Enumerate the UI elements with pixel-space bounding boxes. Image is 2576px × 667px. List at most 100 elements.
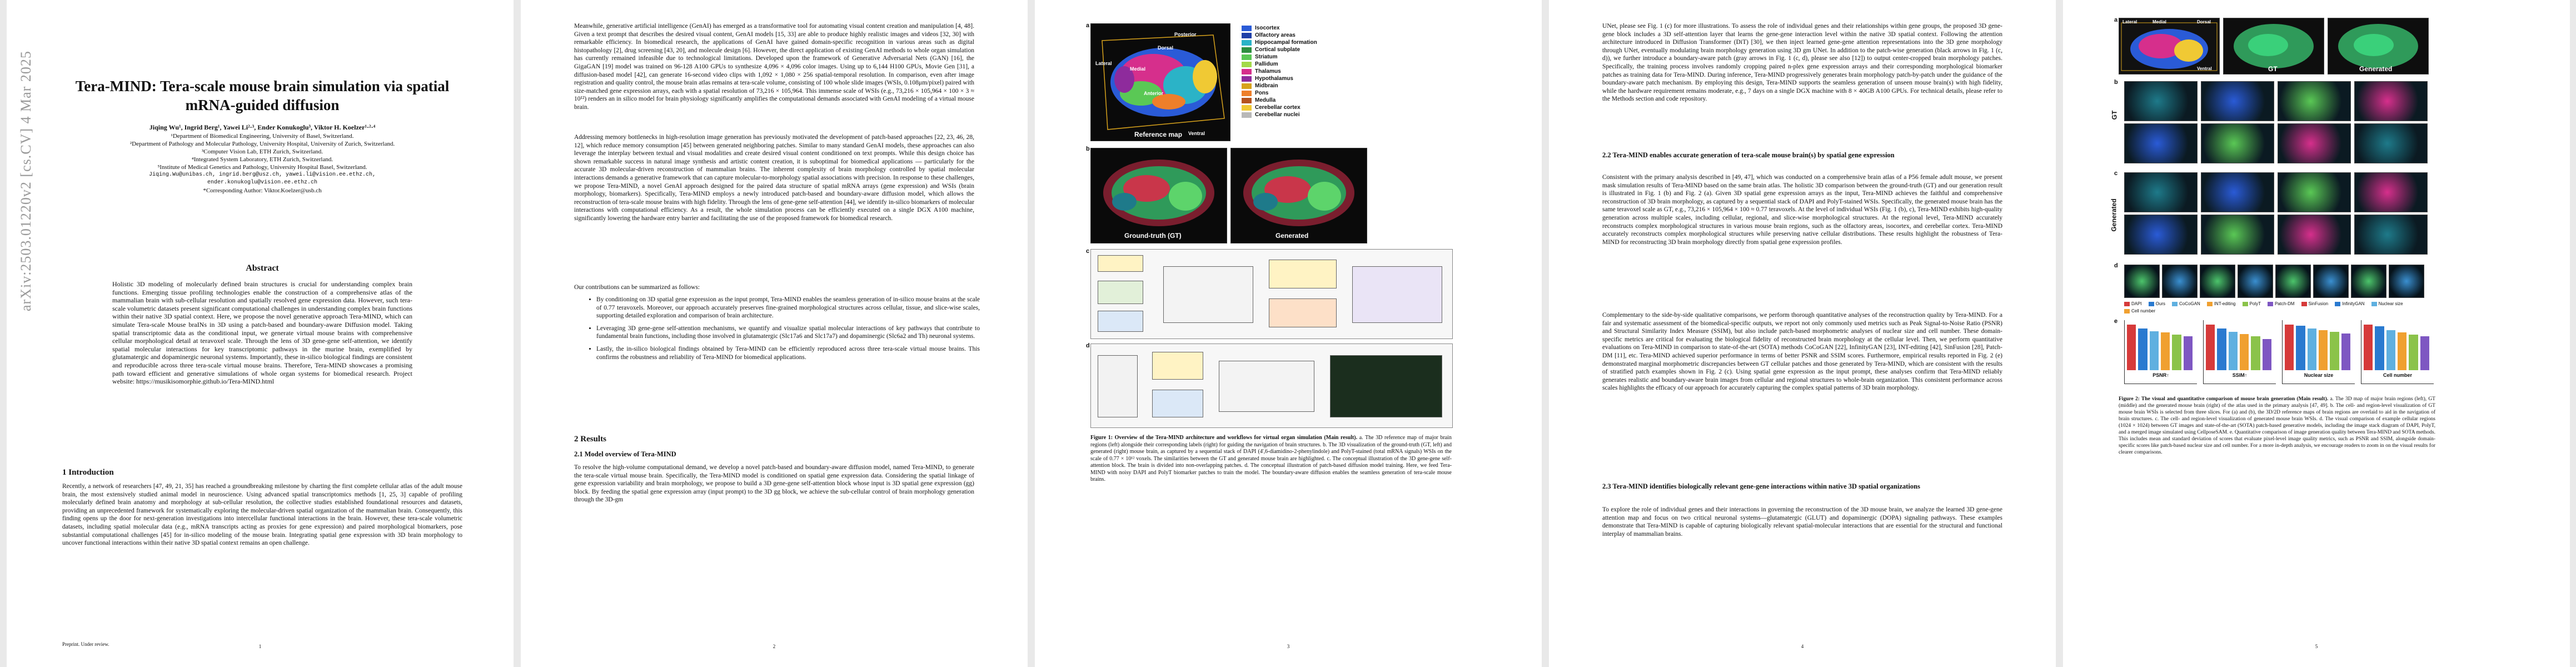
comparison-tile [2389,265,2424,298]
comparison-tile [2162,265,2198,298]
legend-swatch [2267,301,2273,306]
legend-swatch [1242,83,1252,89]
paragraph: Meanwhile, generative artificial intelli… [574,23,974,111]
diagram-block [1098,255,1143,272]
legend-swatch [1242,47,1252,53]
legend-item: Midbrain [1242,82,1317,89]
metric-bar [2183,336,2193,370]
metric-title: Nuclear size [2304,372,2334,378]
legend-item: Thalamus [1242,68,1317,75]
comparison-tile [2200,265,2235,298]
gt-label: GT [2268,65,2278,73]
gt-cell-tile [2201,81,2274,121]
legend-label: PolyT [2249,301,2261,306]
gt-brain-image [2234,24,2314,68]
metric-bar [2161,332,2170,370]
paragraph: To resolve the high-volume computational… [574,464,974,504]
legend-item: Cell number [2124,308,2155,313]
panel-letter: c [1086,248,1090,255]
legend-swatch [1242,97,1252,103]
abstract-text: Holistic 3D modeling of molecularly defi… [112,280,412,386]
generated-cell-tile [2354,215,2428,255]
gt-3d-tile: GT [2223,18,2324,74]
panel-letter: c [2114,170,2118,177]
paragraph: Addressing memory bottlenecks in high-re… [574,134,974,222]
reference-3d-tile: Lateral Medial Dorsal Ventral [2119,18,2220,74]
legend-item: Patch-DM [2267,301,2295,306]
metric-bar [2251,336,2260,370]
generated-brain-image [2338,24,2418,68]
paper-title: Tera-MIND: Tera-scale mouse brain simula… [75,78,450,113]
legend-label: Cerebellar nuclei [1255,112,1300,118]
gt-brain-image [1103,160,1214,226]
email: ender.konukoglu@vision.ee.ethz.ch [207,180,318,186]
legend-label: Pallidum [1255,61,1278,67]
legend-swatch [1242,104,1252,111]
gt-cell-tile [2124,81,2198,121]
metric-title: Cell number [2383,372,2412,378]
metric-bar [2409,334,2418,370]
orientation-label: Medial [1130,66,1146,72]
gt-brain-panel: Ground-truth (GT) [1090,148,1227,243]
results-heading: 2 Results [574,435,606,444]
legend-swatch [1242,90,1252,96]
diagram-block [1330,355,1442,417]
legend-label: Nuclear size [2378,301,2403,306]
legend-item: Pons [1242,89,1317,97]
diagram-block [1152,352,1203,380]
metric-bar [2172,335,2181,370]
legend-item: Isocortex [1242,24,1317,32]
legend-item: Hippocampal formation [1242,39,1317,46]
gt-cell-tile [2278,81,2351,121]
orientation-label: Dorsal [1158,45,1174,51]
comparison-tile [2124,265,2160,298]
metric-title: PSNR↑ [2153,372,2169,378]
metric-chart: PSNR↑ [2124,320,2197,384]
reference-map-label: Reference map [1134,131,1183,138]
paragraph: To explore the role of individual genes … [1602,506,2002,537]
legend-label: InfinityGAN [2342,301,2365,306]
subsection-heading: 2.3 Tera-MIND identifies biologically re… [1602,482,1920,490]
legend-swatch [1242,32,1252,38]
diagram-block [1269,298,1337,327]
panel-letter: d [1086,342,1090,349]
legend-swatch [2242,301,2248,306]
caption-title: Figure 2: The visual and quantitative co… [2119,396,2329,402]
panel-letter: b [1086,146,1090,152]
legend-swatch [1242,68,1252,74]
generated-cell-tile [2354,172,2428,212]
page-2: Meanwhile, generative artificial intelli… [521,0,1028,667]
diagram-block [1098,355,1138,417]
comparison-tile [2351,265,2386,298]
caption-text: a. The 3D map of major brain regions (le… [2119,396,2435,455]
legend-swatch [1242,61,1252,67]
orientation-label: Medial [2153,19,2166,24]
metric-bar [2206,325,2215,370]
legend-swatch [2301,301,2307,306]
page-1: arXiv:2503.01220v2 [cs.CV] 4 Mar 2025 Te… [7,0,514,667]
page-3: a Posterior Dorsal Lateral Medial Anteri… [1035,0,1542,667]
intro-heading: 1 Introduction [62,468,114,477]
page-number: 4 [1801,644,1804,649]
legend-swatch [2206,301,2213,306]
metric-bar [2420,336,2429,370]
metric-bar [2262,339,2271,370]
caption-text: a. The 3D reference map of major brain r… [1090,435,1452,482]
paragraph: Complementary to the side-by-side qualit… [1602,312,2002,392]
panel-letter: a [1086,22,1090,29]
generated-label: Generated [1275,232,1309,240]
legend-item: PolyT [2242,301,2261,306]
legend-label: Striatum [1255,54,1278,60]
orientation-label: Dorsal [2197,19,2211,24]
legend-label: CoCoGAN [2179,301,2200,306]
affiliation: ³Computer Vision Lab, ETH Zurich, Switze… [201,148,323,155]
metric-bar [2330,331,2339,370]
comparison-tile-row [2124,265,2430,298]
legend-label: Isocortex [1255,25,1280,31]
legend-swatch [1242,25,1252,31]
legend-item: Hypothalamus [1242,75,1317,82]
diagram-block [1352,266,1442,323]
metric-bar [2375,326,2384,370]
